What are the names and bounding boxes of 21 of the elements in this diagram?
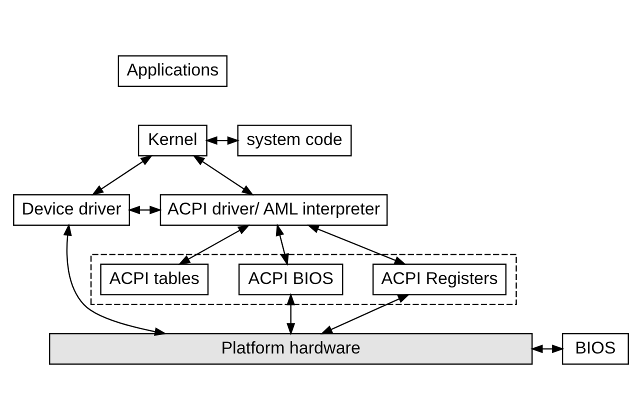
arrow (276, 224, 289, 266)
arrow (205, 136, 240, 145)
node-box: ACPI tables (100, 264, 209, 296)
arrow (63, 223, 167, 336)
arrow (306, 224, 407, 265)
node-box: Applications (118, 55, 228, 87)
node-box: Kernel (138, 124, 208, 156)
arrow (530, 344, 564, 354)
arrow (91, 154, 153, 196)
node-box: Platform hardware (49, 333, 533, 365)
arrow (178, 224, 250, 265)
arrow (192, 154, 254, 196)
node-box: Device driver (13, 194, 130, 226)
arrow (128, 206, 162, 214)
arrow (286, 293, 296, 336)
node-box: system code (237, 124, 352, 156)
arrow (320, 294, 410, 334)
node-box: ACPI BIOS (238, 264, 344, 296)
node-box: ACPI Registers (372, 264, 506, 296)
node-box: BIOS (562, 333, 629, 365)
node-box: ACPI driver/ AML interpreter (160, 194, 388, 226)
